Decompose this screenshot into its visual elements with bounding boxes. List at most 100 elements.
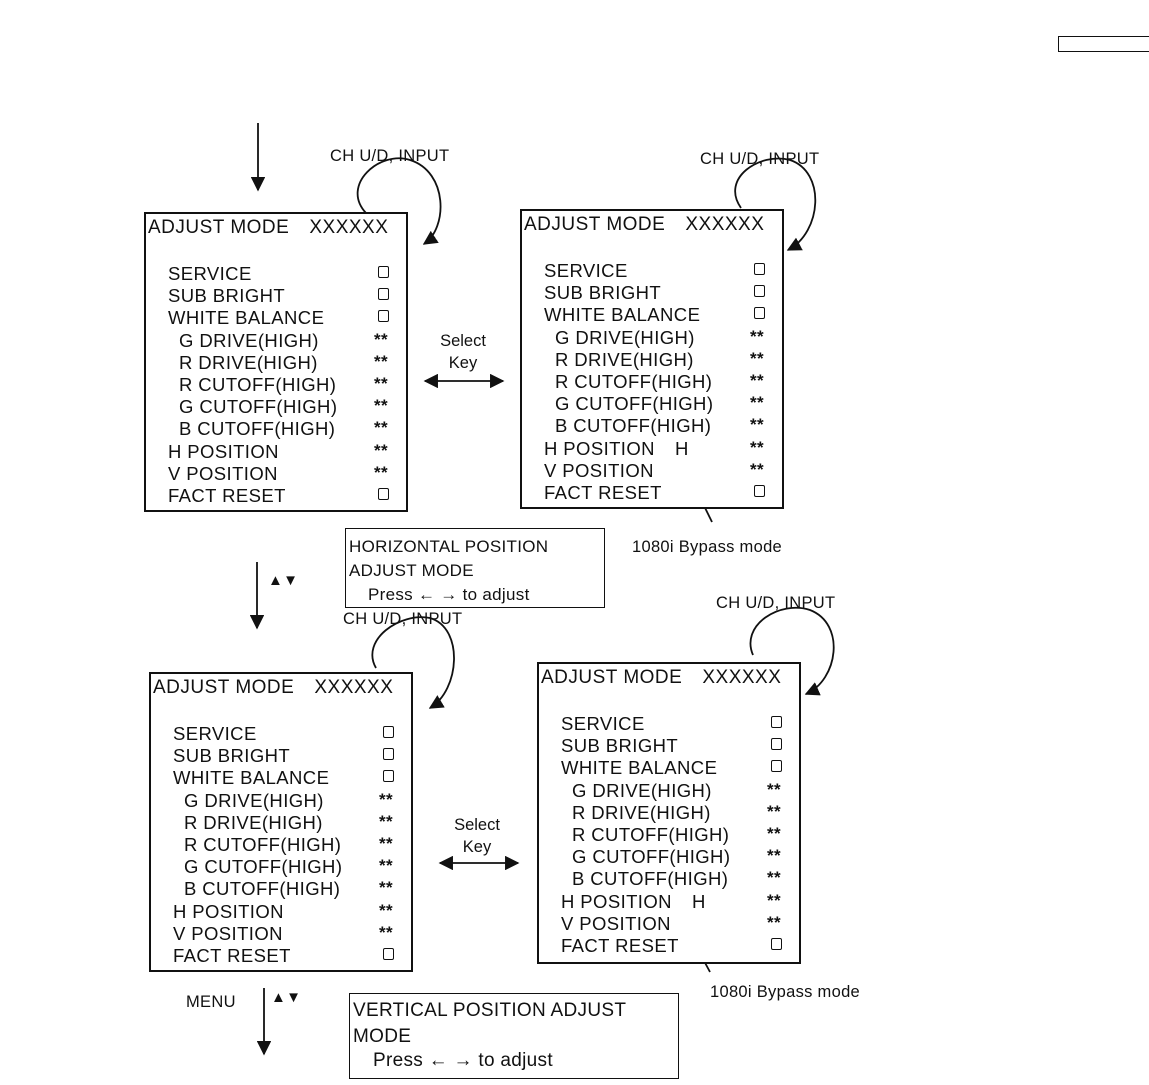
menu-item-value: **: [379, 834, 394, 853]
menu-item[interactable]: WHITE BALANCE: [168, 307, 406, 329]
menu-code: XXXXXX: [314, 677, 394, 698]
menu-item-value: **: [767, 801, 782, 821]
menu-item[interactable]: G CUTOFF(HIGH)**: [173, 856, 411, 878]
menu-item[interactable]: G DRIVE(HIGH)**: [544, 327, 782, 349]
menu-item-value: **: [374, 374, 389, 393]
checkbox-icon[interactable]: [378, 488, 389, 500]
menu-item-label: G CUTOFF(HIGH): [179, 396, 338, 418]
menu-item[interactable]: B CUTOFF(HIGH)**: [168, 418, 406, 440]
checkbox-icon[interactable]: [383, 770, 394, 783]
menu-item[interactable]: WHITE BALANCE: [173, 767, 411, 789]
menu-item[interactable]: B CUTOFF(HIGH)**: [561, 868, 799, 890]
menu-item[interactable]: V POSITION**: [168, 463, 406, 485]
checkbox-icon[interactable]: [383, 748, 394, 761]
menu-item[interactable]: SERVICE: [561, 713, 799, 735]
menu-item[interactable]: R CUTOFF(HIGH)**: [168, 374, 406, 396]
checkbox-icon[interactable]: [771, 716, 782, 728]
checkbox-icon[interactable]: [378, 266, 389, 278]
select-key-label-2: Select Key: [454, 816, 500, 856]
menu-item-value: **: [767, 890, 782, 910]
menu-item[interactable]: SUB BRIGHT: [561, 735, 799, 757]
menu-item[interactable]: V POSITION**: [561, 913, 799, 935]
menu-item[interactable]: H POSITION**: [173, 901, 411, 923]
menu-item[interactable]: G DRIVE(HIGH)**: [173, 790, 411, 812]
horizontal-position-info: HORIZONTAL POSITION ADJUST MODE Press ← …: [345, 528, 605, 608]
menu-item-label: G DRIVE(HIGH): [179, 329, 319, 351]
menu-item[interactable]: R CUTOFF(HIGH)**: [561, 824, 799, 846]
checkbox-icon[interactable]: [771, 938, 782, 950]
menu-item[interactable]: WHITE BALANCE: [561, 757, 799, 779]
menu-item-label: G DRIVE(HIGH): [555, 326, 695, 348]
menu-item[interactable]: SUB BRIGHT: [168, 285, 406, 307]
menu-item[interactable]: SERVICE: [544, 260, 782, 282]
info-line: MODE: [353, 1026, 412, 1047]
menu-item[interactable]: SUB BRIGHT: [173, 745, 411, 767]
menu-item-label: V POSITION: [168, 462, 278, 484]
menu-item[interactable]: V POSITION**: [173, 923, 411, 945]
menu-item[interactable]: G CUTOFF(HIGH) **: [168, 396, 406, 418]
menu-item[interactable]: SUB BRIGHT: [544, 282, 782, 304]
checkbox-icon[interactable]: [754, 307, 765, 320]
menu-item[interactable]: V POSITION**: [544, 460, 782, 482]
menu-item[interactable]: R CUTOFF(HIGH)**: [544, 371, 782, 393]
menu-item[interactable]: SERVICE: [168, 263, 406, 285]
checkbox-icon[interactable]: [378, 310, 389, 323]
bypass-label-1: 1080i Bypass mode: [632, 538, 783, 556]
menu-item[interactable]: G CUTOFF(HIGH)**: [544, 393, 782, 415]
menu-item[interactable]: SERVICE: [173, 723, 411, 745]
menu-item-label: V POSITION: [173, 922, 283, 944]
menu-item-value: **: [767, 779, 782, 799]
menu-item-label: SERVICE: [561, 713, 645, 734]
menu-item[interactable]: FACT RESET: [173, 945, 411, 967]
menu-item[interactable]: FACT RESET: [561, 935, 799, 957]
menu-item-label: B CUTOFF(HIGH): [179, 418, 336, 440]
menu-item-label: V POSITION: [544, 459, 654, 481]
checkbox-icon[interactable]: [383, 726, 394, 738]
menu-item[interactable]: R DRIVE(HIGH)**: [544, 349, 782, 371]
loop-label-2: CH U/D, INPUT: [700, 150, 820, 168]
menu-item-value: **: [374, 329, 389, 349]
menu-item[interactable]: G DRIVE(HIGH)**: [561, 780, 799, 802]
menu-item-value: **: [767, 846, 782, 866]
checkbox-icon[interactable]: [771, 760, 782, 773]
menu-item[interactable]: H POSITION**H: [544, 438, 782, 460]
checkbox-icon[interactable]: [754, 263, 765, 275]
menu-item-label: B CUTOFF(HIGH): [184, 878, 341, 900]
checkbox-icon[interactable]: [754, 485, 765, 497]
menu-item-label: WHITE BALANCE: [561, 757, 718, 779]
menu-item[interactable]: FACT RESET: [544, 482, 782, 504]
menu-item[interactable]: R DRIVE(HIGH)**: [168, 352, 406, 374]
menu-item[interactable]: G CUTOFF(HIGH)**: [561, 846, 799, 868]
menu-item-label: V POSITION: [561, 912, 671, 934]
checkbox-icon[interactable]: [383, 948, 394, 960]
menu-item[interactable]: R CUTOFF(HIGH)**: [173, 834, 411, 856]
menu-item-label: B CUTOFF(HIGH): [555, 415, 712, 437]
menu-item[interactable]: FACT RESET: [168, 485, 406, 507]
menu-item-label: H POSITION: [168, 440, 279, 462]
checkbox-icon[interactable]: [754, 285, 765, 298]
menu-item[interactable]: R DRIVE(HIGH)**: [561, 802, 799, 824]
menu-item-value: **: [374, 396, 389, 416]
info-line: Press ← → to adjust: [368, 585, 530, 604]
menu-item[interactable]: B CUTOFF(HIGH)**: [173, 878, 411, 900]
loop-arrow-4: [749, 606, 835, 696]
bypass-label-2: 1080i Bypass mode: [710, 983, 861, 1001]
loop-arrow-3: [371, 616, 455, 709]
menu-item-label: WHITE BALANCE: [544, 304, 701, 326]
menu-item[interactable]: G DRIVE(HIGH) **: [168, 330, 406, 352]
menu-item[interactable]: B CUTOFF(HIGH)**: [544, 415, 782, 437]
menu-title-text: ADJUST MODE: [148, 217, 290, 238]
checkbox-icon[interactable]: [378, 288, 389, 301]
checkbox-icon[interactable]: [771, 738, 782, 751]
menu-item[interactable]: H POSITION**: [168, 441, 406, 463]
menu-item-label: SERVICE: [173, 723, 257, 744]
menu-item-label: SUB BRIGHT: [173, 745, 291, 767]
menu-item[interactable]: R DRIVE(HIGH)**: [173, 812, 411, 834]
menu-item-label: SERVICE: [544, 260, 628, 281]
menu-item[interactable]: WHITE BALANCE: [544, 304, 782, 326]
menu-item[interactable]: H POSITION**H: [561, 891, 799, 913]
